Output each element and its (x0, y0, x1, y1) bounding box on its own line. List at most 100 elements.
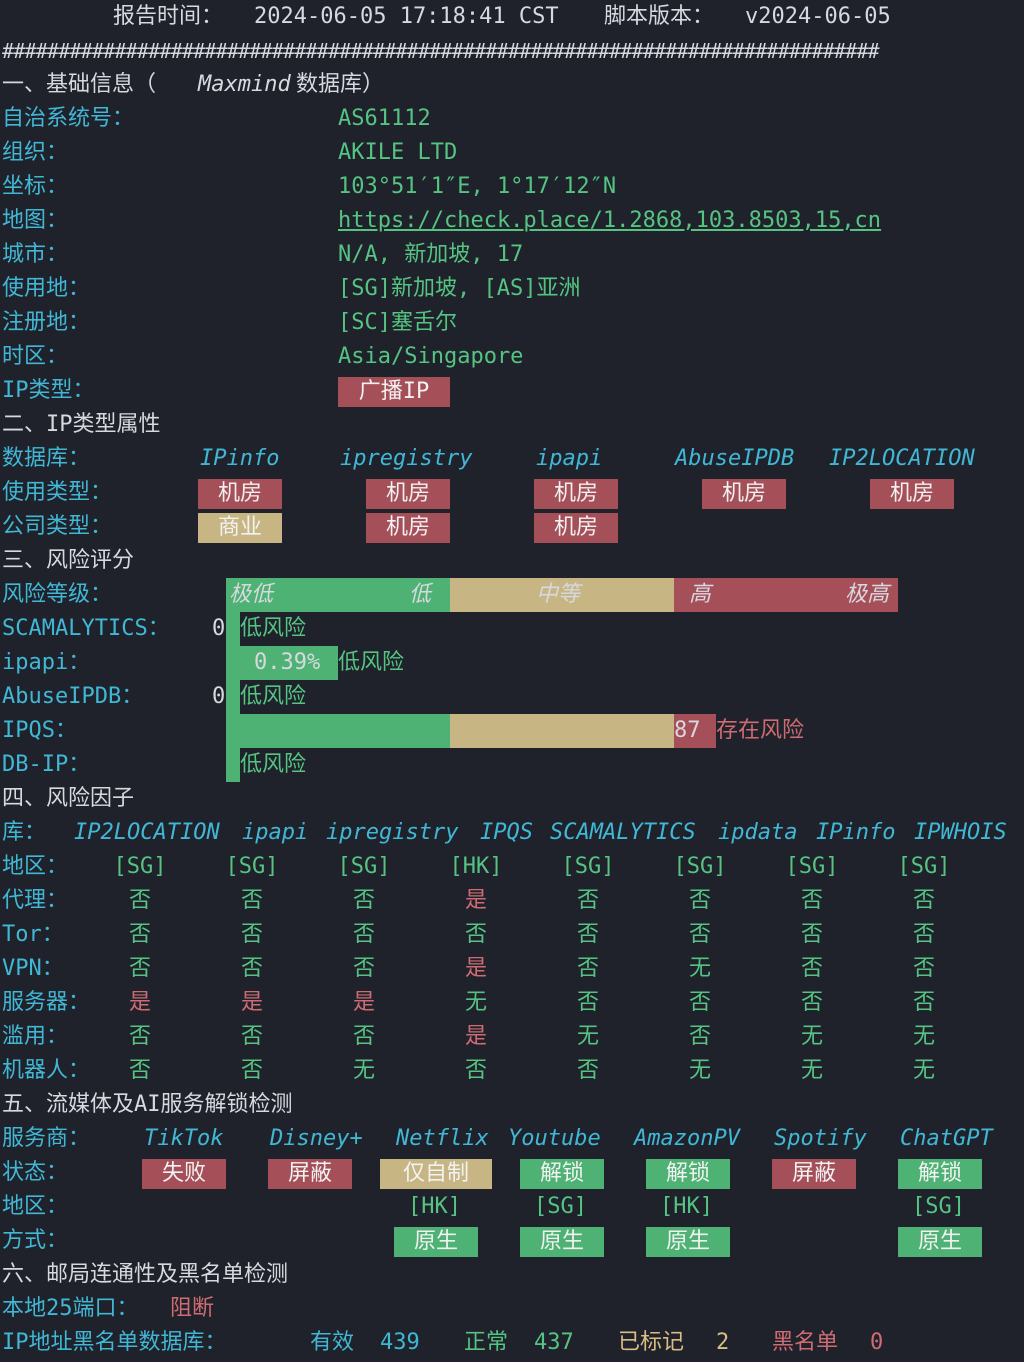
usage-type-badge: 机房 (534, 479, 618, 509)
script-version: v2024-06-05 (745, 4, 891, 29)
factor-cell: 是 (128, 990, 151, 1015)
method-youtube: 原生 (520, 1227, 604, 1257)
lib-ipwhois: IPWHOIS (914, 820, 1007, 845)
scale-low: 低 (409, 582, 432, 607)
status-chatgpt: 解锁 (898, 1159, 982, 1189)
factor-cell: 否 (576, 990, 599, 1015)
lib-ipdata: ipdata (718, 820, 798, 845)
factor-cell: 是 (464, 888, 487, 913)
usage-type-badge: 机房 (702, 479, 786, 509)
factor-cell: 无 (800, 1058, 823, 1083)
factor-cell: 无 (576, 1024, 599, 1049)
factor-cell: 否 (576, 956, 599, 981)
factor-cell: 无 (912, 1058, 935, 1083)
factor-row-label: 滥用： (2, 1024, 69, 1049)
factor-cell: 否 (128, 888, 151, 913)
ipqs-bar-low (226, 714, 450, 748)
risk-scale-high (674, 578, 898, 612)
factor-cell: 否 (576, 888, 599, 913)
factor-cell: 否 (800, 990, 823, 1015)
scamalytics-level: 低风险 (240, 616, 307, 641)
marked-label: 已标记 (618, 1330, 685, 1355)
factor-row-label: Tor： (2, 922, 64, 947)
tz-value: Asia/Singapore (338, 344, 524, 369)
factor-cell: [SG] (337, 854, 391, 879)
scamalytics-score: 0 (212, 616, 226, 641)
factor-cell: 无 (912, 1024, 935, 1049)
factor-cell: 否 (240, 922, 263, 947)
marked-count: 2 (716, 1330, 730, 1355)
factor-cell: 是 (240, 990, 263, 1015)
risk-scale-low (226, 578, 450, 612)
factor-cell: [SG] (561, 854, 615, 879)
provider-chatgpt: ChatGPT (900, 1126, 993, 1151)
factor-cell: 是 (464, 956, 487, 981)
factor-cell: 否 (240, 956, 263, 981)
abuseipdb-level: 低风险 (240, 684, 307, 709)
ipqs-row: IPQS： 87 存在风险 (0, 714, 1024, 748)
factor-cell: 否 (688, 990, 711, 1015)
region-youtube: [SG] (534, 1194, 587, 1219)
ipqs-score: 87 (674, 718, 701, 743)
valid-count: 439 (380, 1330, 420, 1355)
factor-cell: [SG] (225, 854, 279, 879)
provider-row: 服务商： TikTok Disney+ Netflix Youtube Amaz… (0, 1122, 1024, 1156)
stream-region-row: 地区： [HK] [SG] [HK] [SG] (0, 1190, 1024, 1224)
report-time-label: 报告时间： (113, 4, 224, 29)
map-link[interactable]: https://check.place/1.2868,103.8503,15,c… (338, 208, 882, 233)
lib-ipregistry: ipregistry (326, 820, 459, 845)
factor-cell: 无 (464, 990, 487, 1015)
ipapi-level: 低风险 (338, 650, 405, 675)
normal-count: 437 (534, 1330, 574, 1355)
abuseipdb-row: AbuseIPDB： 0 低风险 (0, 680, 1024, 714)
factor-cell: 否 (688, 888, 711, 913)
factor-row-label: 机器人： (2, 1058, 91, 1083)
factor-cell: 否 (688, 922, 711, 947)
ipqs-bar-mid (450, 714, 674, 748)
city-value: N/A, 新加坡, 17 (338, 242, 524, 267)
provider-netflix: Netflix (396, 1126, 489, 1151)
factor-cell: 无 (688, 956, 711, 981)
org-value: AKILE LTD (338, 140, 458, 165)
factor-cell: 否 (576, 922, 599, 947)
lib-ipapi: ipapi (242, 820, 309, 845)
usage-type-badge: 机房 (198, 479, 282, 509)
coord-value: 103°51′1″E, 1°17′12″N (338, 174, 617, 199)
provider-amazonpv: AmazonPV (634, 1126, 740, 1151)
factor-cell: 否 (240, 888, 263, 913)
status-youtube: 解锁 (520, 1159, 604, 1189)
scale-very-low: 极低 (229, 582, 274, 607)
lib-ip2location: IP2LOCATION (74, 820, 220, 845)
status-spotify: 屏蔽 (772, 1159, 856, 1189)
factor-cell: 否 (912, 922, 935, 947)
factor-cell: 否 (800, 922, 823, 947)
factor-cell: 否 (800, 888, 823, 913)
status-netflix: 仅自制 (380, 1159, 492, 1189)
factor-row: 地区：[SG][SG][SG][HK][SG][SG][SG][SG] (0, 850, 1024, 884)
factor-row-label: VPN： (2, 956, 64, 981)
asn-value: AS61112 (338, 106, 431, 131)
valid-label: 有效 (310, 1330, 355, 1355)
port25-status: 阻断 (170, 1296, 215, 1321)
factor-cell: 是 (464, 1024, 487, 1049)
version-label: 脚本版本： (604, 4, 715, 29)
ipqs-bar-high (674, 714, 716, 748)
normal-label: 正常 (464, 1330, 509, 1355)
factor-cell: [SG] (113, 854, 167, 879)
factor-cell: 否 (128, 922, 151, 947)
factor-cell: 否 (464, 1058, 487, 1083)
ipapi-row: ipapi： 0.39% 低风险 (0, 646, 1024, 680)
dbip-row: DB-IP： 低风险 (0, 748, 1024, 782)
factor-row-label: 地区： (2, 854, 69, 879)
factor-cell: [SG] (673, 854, 727, 879)
factor-cell: 无 (688, 1058, 711, 1083)
factor-row: Tor：否否否否否否否否 (0, 918, 1024, 952)
method-chatgpt: 原生 (898, 1227, 982, 1257)
factor-cell: 否 (240, 1024, 263, 1049)
stream-status-row: 状态： 失败 屏蔽 仅自制 解锁 解锁 屏蔽 解锁 (0, 1156, 1024, 1190)
reg-value: [SC]塞舌尔 (338, 310, 457, 335)
ipqs-level: 存在风险 (716, 718, 805, 743)
factor-cell: 否 (800, 956, 823, 981)
factor-cell: 是 (352, 990, 375, 1015)
factor-row: 服务器：是是是无否否否否 (0, 986, 1024, 1020)
